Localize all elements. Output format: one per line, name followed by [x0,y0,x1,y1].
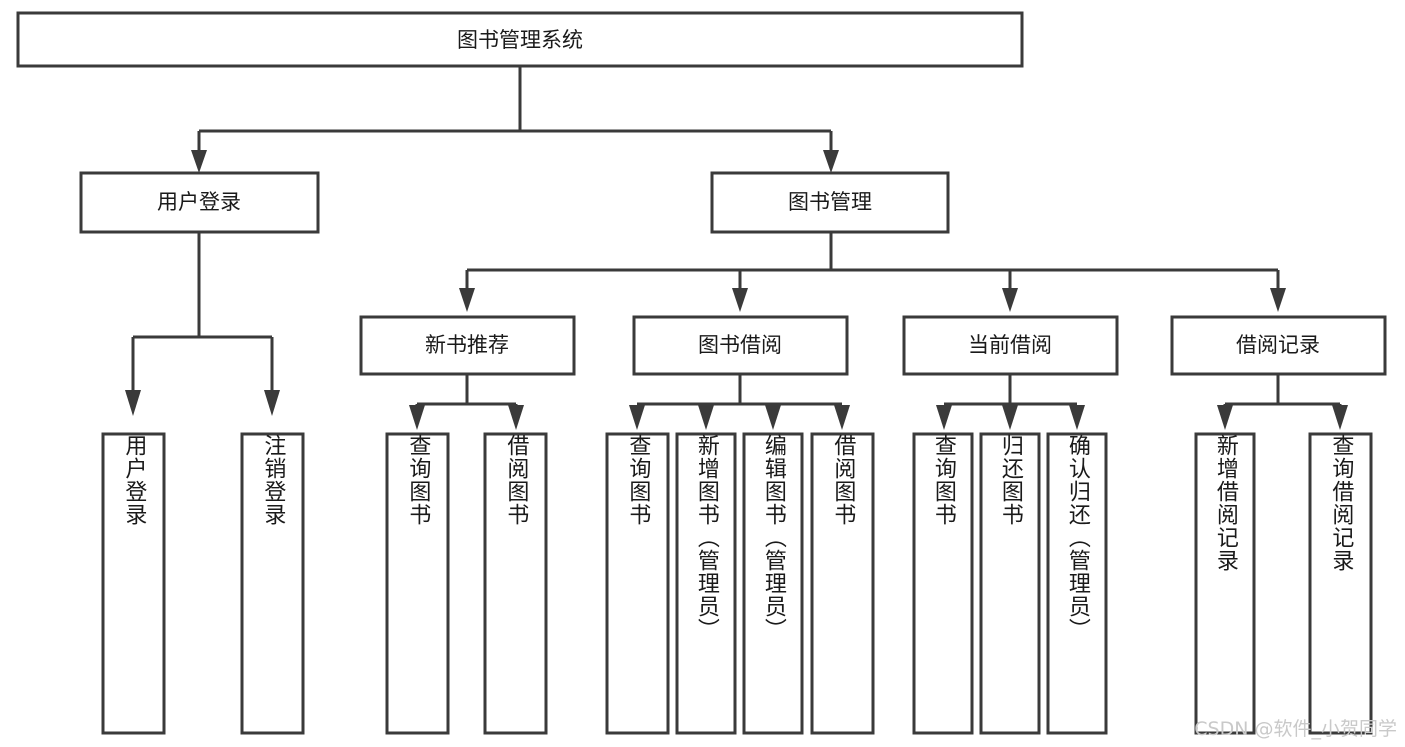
node-borrow-record-label: 借阅记录 [1236,333,1320,357]
node-user-login-label: 用户登录 [157,190,241,214]
arrow-to-book-mgmt-icon [823,150,839,173]
node-book-borrow-box[interactable] [632,315,849,376]
arrow-borrowrecord-leaf2-icon [1332,405,1348,430]
node-new-book-box[interactable] [359,315,576,376]
arrow-bookborrow-leaf1-icon [629,405,645,430]
arrow-currentborrow-leaf3-icon [1069,405,1085,430]
leaf-box-bookborrow-edit[interactable] [742,432,804,735]
node-book-mgmt-label: 图书管理 [788,190,872,214]
arrow-borrowrecord-leaf1-icon [1217,405,1233,430]
connector-root-to-level2 [191,66,839,173]
connector-userlogin-to-leaves [125,232,280,416]
leaf-box-logout[interactable] [240,432,305,735]
node-book-mgmt-box[interactable] [710,171,950,234]
connector-borrowrecord-to-leaves [1217,374,1348,430]
leaf-box-newbook-borrow[interactable] [483,432,548,735]
arrow-bookborrow-leaf4-icon [834,405,850,430]
node-new-book-label: 新书推荐 [425,333,509,357]
connector-bookborrow-to-leaves [629,374,850,430]
arrow-newbook-leaf1-icon [409,405,425,430]
arrow-userlogin-leaf2-icon [264,390,280,416]
leaf-box-bookborrow-add[interactable] [675,432,737,735]
leaf-box-currentborrow-return[interactable] [979,432,1041,735]
arrow-currentborrow-leaf1-icon [936,405,952,430]
leaf-box-user-login[interactable] [101,432,166,735]
leaf-box-bookborrow-query[interactable] [605,432,670,735]
leaf-box-borrowrecord-query[interactable] [1308,432,1373,735]
node-current-borrow-label: 当前借阅 [968,333,1052,357]
leaf-box-currentborrow-confirm[interactable] [1046,432,1108,735]
arrow-userlogin-leaf1-icon [125,390,141,416]
node-root-box[interactable] [16,11,1024,68]
arrow-newbook-leaf2-icon [508,405,524,430]
arrow-to-borrowrecord-icon [1270,288,1286,312]
node-current-borrow-box[interactable] [902,315,1119,376]
node-book-borrow-label: 图书借阅 [698,333,782,357]
leaf-box-borrowrecord-add[interactable] [1194,432,1256,735]
connector-newbook-to-leaves [409,374,524,430]
node-borrow-record-box[interactable] [1170,315,1387,376]
arrow-currentborrow-leaf2-icon [1002,405,1018,430]
arrow-to-currentborrow-icon [1002,288,1018,312]
arrow-bookborrow-leaf3-icon [765,405,781,430]
node-user-login-box[interactable] [79,171,320,234]
leaf-box-bookborrow-borrow[interactable] [810,432,875,735]
leaf-box-newbook-query[interactable] [385,432,450,735]
connector-currentborrow-to-leaves [936,374,1085,430]
node-root-label: 图书管理系统 [457,28,583,52]
arrow-bookborrow-leaf2-icon [698,405,714,430]
leaf-box-currentborrow-query[interactable] [912,432,974,735]
arrow-to-bookborrow-icon [732,288,748,312]
arrow-to-newbook-icon [459,288,475,312]
arrow-to-user-login-icon [191,150,207,173]
connector-bookmgmt-to-level3 [459,232,1286,312]
